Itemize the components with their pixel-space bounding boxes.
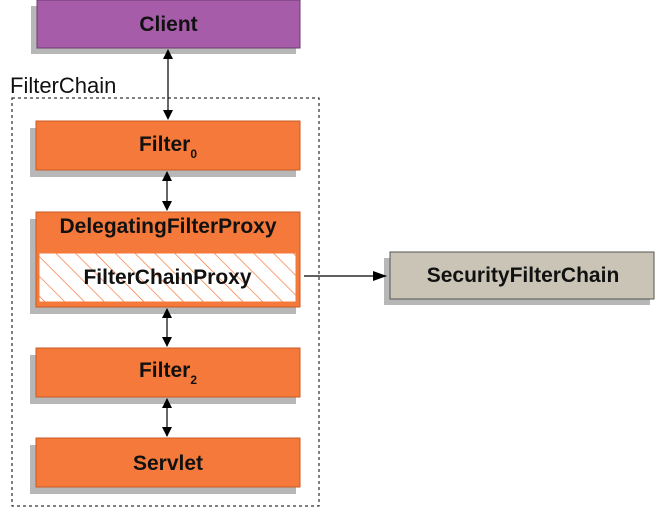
client-node: Client <box>31 0 301 54</box>
servlet-node: Servlet <box>30 437 301 494</box>
filter-chain-group: FilterChain <box>10 73 320 507</box>
filter2-box <box>35 347 301 398</box>
security-filter-chain-box <box>389 251 655 300</box>
filter-chain-border <box>11 97 320 507</box>
filter2-subscript: 2 <box>190 373 197 387</box>
filter2-label-text: Filter <box>139 359 190 382</box>
filter-chain-label: FilterChain <box>10 73 116 98</box>
client-label: Client <box>139 13 197 36</box>
security-filter-chain-node: SecurityFilterChain <box>384 251 655 305</box>
filter-chain-proxy-label: FilterChainProxy <box>83 266 251 289</box>
delegating-filter-proxy-node: DelegatingFilterProxy FilterChainProxy <box>30 211 301 314</box>
servlet-box <box>35 437 301 488</box>
filter2-node: Filter2 <box>30 347 301 404</box>
filter0-label-text: Filter <box>139 133 190 156</box>
filter0-label: Filter0 <box>139 133 197 161</box>
filter0-node: Filter0 <box>30 120 301 177</box>
filter0-box <box>35 120 301 171</box>
delegating-label: DelegatingFilterProxy <box>59 215 276 238</box>
servlet-label: Servlet <box>133 452 203 475</box>
security-filter-chain-label: SecurityFilterChain <box>427 264 620 287</box>
filter2-label: Filter2 <box>139 359 197 387</box>
filter-chain-proxy-hatch <box>38 252 297 303</box>
filter0-subscript: 0 <box>190 147 197 161</box>
client-box <box>36 0 301 49</box>
